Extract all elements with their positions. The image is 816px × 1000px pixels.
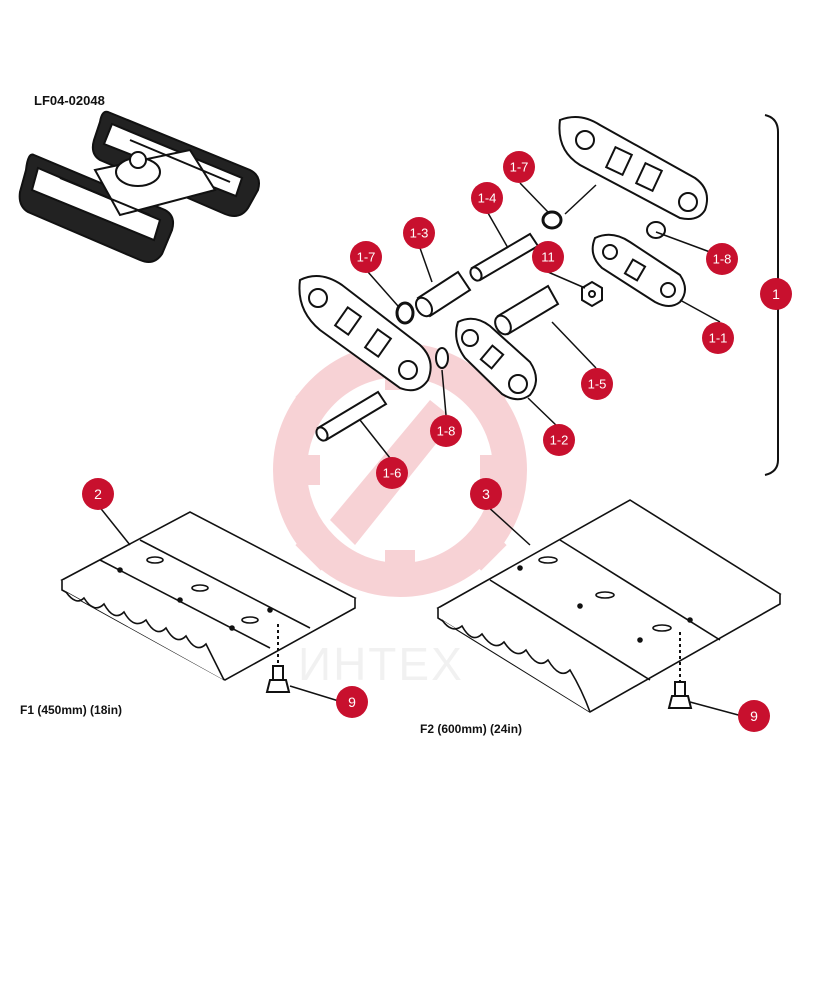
shoe-f1-caption: F1 (450mm) (18in) — [20, 703, 122, 717]
callout-1-8-center: 1-8 — [430, 415, 462, 447]
pin-1-6 — [315, 390, 388, 442]
callout-group-1: 1 — [760, 278, 792, 310]
shoe-f2-caption: F2 (600mm) (24in) — [420, 722, 522, 736]
callout-1-3: 1-3 — [403, 217, 435, 249]
svg-text:11: 11 — [541, 250, 555, 265]
callout-1-7-left: 1-7 — [350, 241, 382, 273]
seal-1-7-right — [541, 210, 563, 230]
svg-text:1-7: 1-7 — [357, 250, 376, 265]
callout-1-6: 1-6 — [376, 457, 408, 489]
callout-1-7-right: 1-7 — [503, 151, 535, 183]
svg-text:1: 1 — [772, 286, 780, 302]
ring-1-8-right — [646, 221, 666, 239]
svg-text:1-5: 1-5 — [588, 377, 607, 392]
callout-1-2: 1-2 — [543, 424, 575, 456]
track-link-outer-right — [558, 115, 708, 220]
svg-text:3: 3 — [482, 486, 490, 502]
callout-2: 2 — [82, 478, 114, 510]
track-link-outer-left — [298, 275, 432, 392]
callout-9-f2: 9 — [738, 700, 770, 732]
callout-9-f1: 9 — [336, 686, 368, 718]
svg-text:1-7: 1-7 — [510, 160, 529, 175]
svg-text:9: 9 — [750, 708, 758, 724]
nut-11 — [581, 280, 603, 308]
bolt-9-f2 — [667, 632, 693, 709]
model-code-label: LF04-02048 — [34, 93, 105, 108]
callout-1-5: 1-5 — [581, 368, 613, 400]
svg-text:9: 9 — [348, 694, 356, 710]
bushing-1-3 — [414, 270, 472, 318]
callout-11: 11 — [532, 241, 564, 273]
undercarriage-thumbnail — [18, 110, 260, 263]
svg-text:2: 2 — [94, 486, 102, 502]
svg-text:1-1: 1-1 — [709, 331, 728, 346]
callout-1-4: 1-4 — [471, 182, 503, 214]
callout-1-1: 1-1 — [702, 322, 734, 354]
svg-text:1-4: 1-4 — [478, 191, 497, 206]
svg-text:1-8: 1-8 — [437, 424, 456, 439]
svg-text:1-8: 1-8 — [713, 252, 732, 267]
svg-text:1-2: 1-2 — [550, 433, 569, 448]
leader-lines — [97, 182, 743, 717]
svg-text:1-3: 1-3 — [410, 226, 429, 241]
callout-3: 3 — [470, 478, 502, 510]
callout-1-8-right: 1-8 — [706, 243, 738, 275]
seal-1-7-left — [395, 301, 415, 325]
track-link-inner-left — [455, 317, 537, 401]
watermark-text: ИНТЕХ — [298, 638, 464, 690]
bolt-9-f1 — [265, 624, 291, 693]
svg-text:1-6: 1-6 — [383, 466, 402, 481]
bushing-1-5 — [494, 284, 560, 336]
track-shoe-f2 — [436, 499, 782, 713]
ring-1-8-center — [435, 347, 449, 369]
track-shoe-f1 — [60, 511, 357, 681]
track-link-inner-right — [591, 233, 686, 307]
pin-1-4 — [469, 232, 540, 282]
